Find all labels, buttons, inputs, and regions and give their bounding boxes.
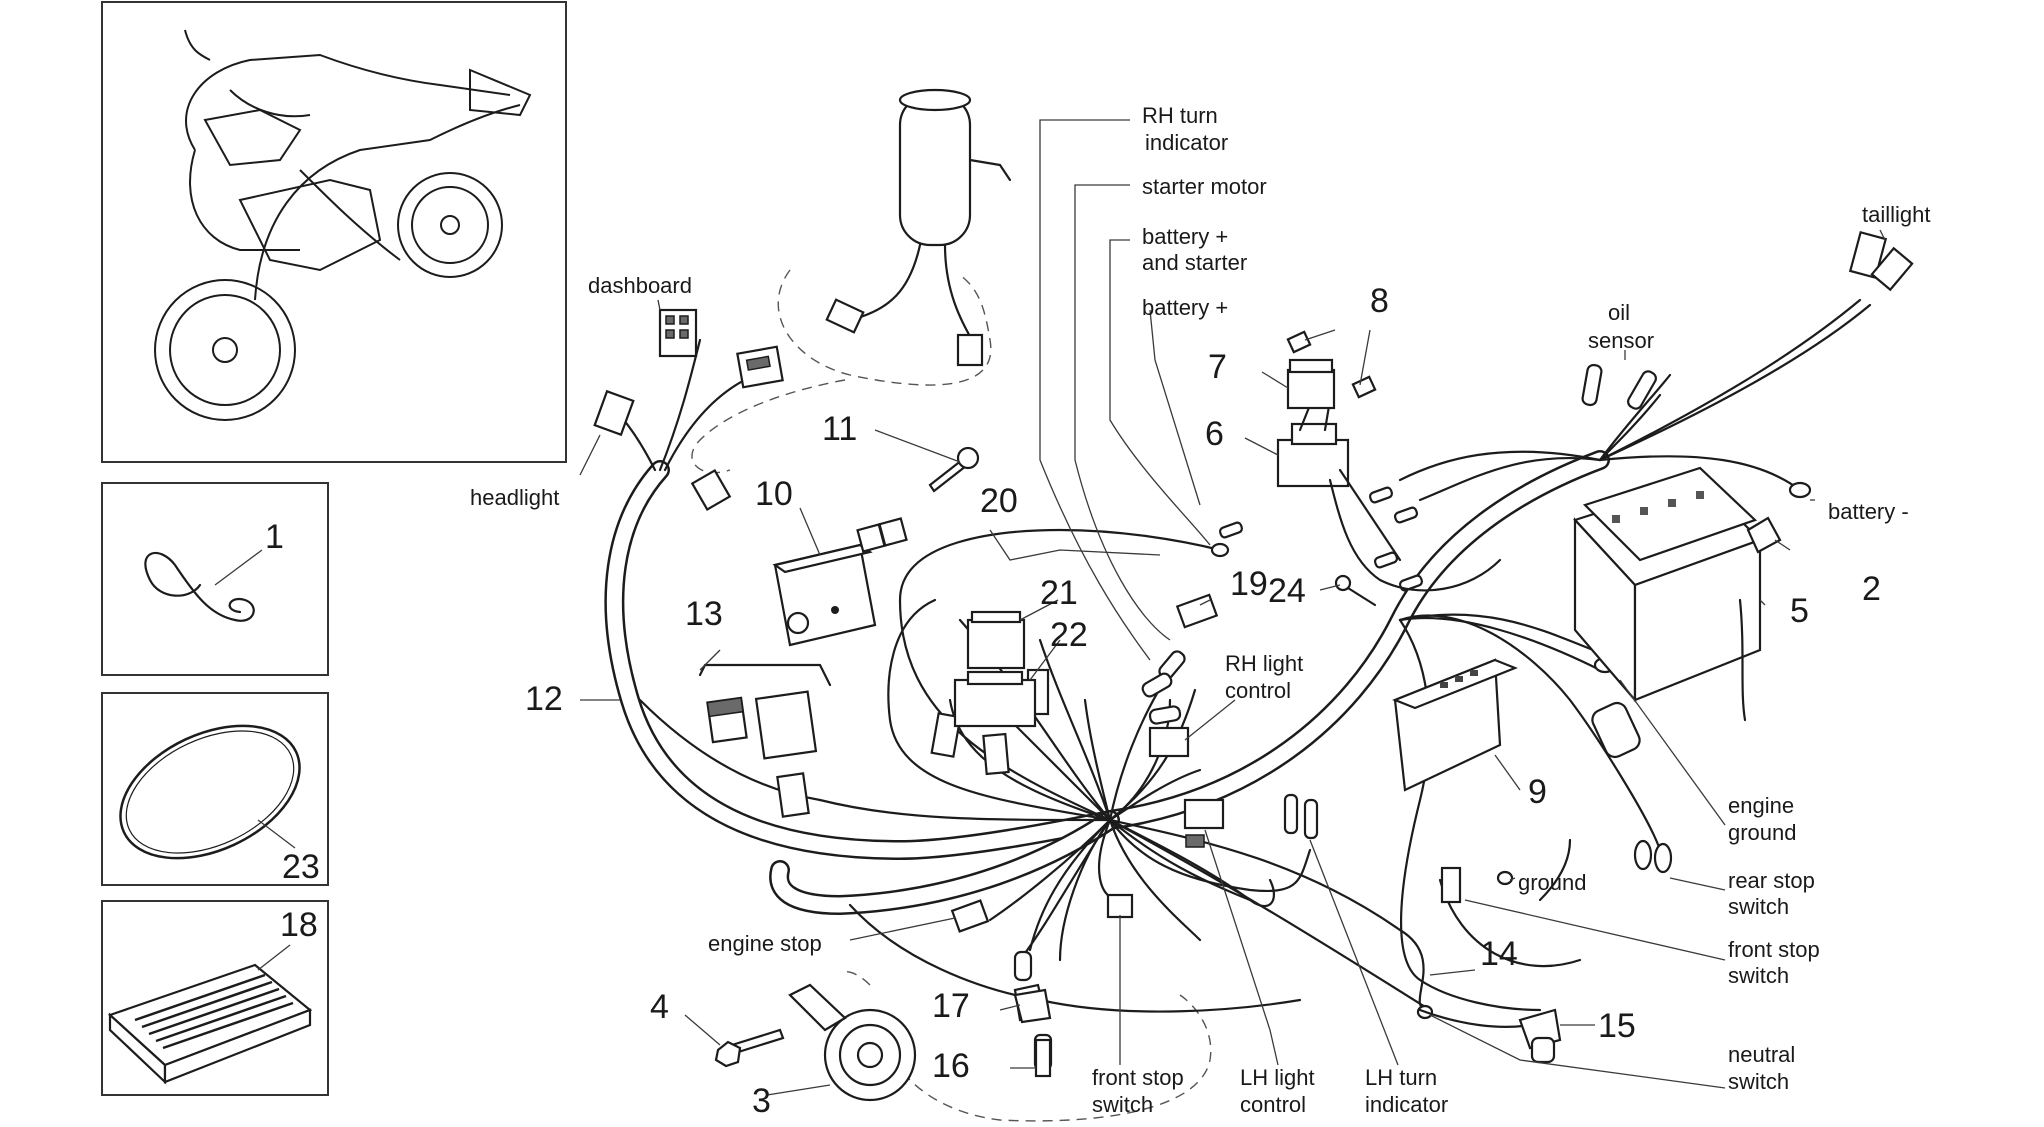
callout-1: 1	[265, 518, 284, 556]
label-lh-turn-indicator-2: indicator	[1365, 1092, 1448, 1117]
callout-22: 22	[1050, 616, 1088, 654]
part-9-cdi-unit	[1392, 658, 1518, 792]
label-front-stop-switch-right-2: switch	[1728, 963, 1789, 988]
label-neutral-switch-1: neutral	[1728, 1042, 1795, 1067]
label-rh-turn-indicator-1: RH turn	[1142, 103, 1218, 128]
callout-12: 12	[525, 680, 563, 718]
callout-3: 3	[752, 1082, 771, 1120]
callout-11: 11	[822, 410, 857, 448]
callout-5: 5	[1790, 592, 1809, 630]
text-labels: RH turn indicator starter motor battery …	[470, 103, 1930, 1117]
label-lh-light-control-1: LH light	[1240, 1065, 1315, 1090]
label-front-stop-switch-right-1: front stop	[1728, 937, 1820, 962]
number-callouts: 2 3 4 5 6 7 8 9 10 11 12 13 14 15 16 17 …	[525, 282, 1881, 1120]
callout-20: 20	[980, 482, 1018, 520]
part-11-bolt	[928, 446, 980, 493]
connector-dashed-group	[691, 379, 846, 474]
label-oil-sensor-1: oil	[1608, 300, 1630, 325]
label-headlight: headlight	[470, 485, 559, 510]
part-16-sensor	[1034, 1038, 1052, 1078]
label-engine-ground-1: engine	[1728, 793, 1794, 818]
part-17-cap	[1013, 988, 1052, 1024]
callout-23: 23	[282, 848, 320, 886]
o-ring-shape	[119, 724, 301, 860]
label-front-stop-switch-bottom-1: front stop	[1092, 1065, 1184, 1090]
part-4-bolt	[714, 1028, 785, 1068]
callout-19: 19	[1230, 565, 1268, 603]
callout-15: 15	[1598, 1007, 1636, 1045]
callout-17: 17	[932, 987, 970, 1025]
callout-9: 9	[1528, 773, 1547, 811]
label-battery-plus-and-starter-2: and starter	[1142, 250, 1247, 275]
label-engine-ground-2: ground	[1728, 820, 1797, 845]
callout-2: 2	[1862, 570, 1881, 608]
part-15-spark-plug-cap	[1418, 1008, 1562, 1064]
part-21-relay	[966, 610, 1026, 670]
part-10-module	[772, 517, 908, 647]
label-engine-stop: engine stop	[708, 931, 822, 956]
part-3-horn	[788, 983, 917, 1102]
part-6-relay-box	[1276, 398, 1502, 592]
callout-14: 14	[1480, 935, 1518, 973]
part-13-relays	[698, 663, 832, 760]
callout-4: 4	[650, 988, 669, 1026]
motorcycle-sketch	[154, 29, 532, 421]
label-rear-stop-switch-2: switch	[1728, 894, 1789, 919]
label-oil-sensor-2: sensor	[1588, 328, 1654, 353]
callout-24: 24	[1268, 572, 1306, 610]
part-24-bolt	[1334, 574, 1377, 607]
inset-part-1: 1	[101, 482, 329, 676]
leader-lines	[579, 119, 1886, 1096]
callout-16: 16	[932, 1047, 970, 1085]
horn-dashed-tail	[839, 970, 871, 986]
label-starter-motor: starter motor	[1142, 174, 1267, 199]
spring-clip-shape	[144, 551, 255, 622]
label-lh-light-control-2: control	[1240, 1092, 1306, 1117]
starter-relay-dashed-group	[777, 269, 992, 386]
label-rh-light-control-2: control	[1225, 678, 1291, 703]
label-battery-plus-and-starter-1: battery +	[1142, 224, 1228, 249]
label-lh-turn-indicator-1: LH turn	[1365, 1065, 1437, 1090]
headlight-connector	[593, 389, 635, 437]
callout-18: 18	[280, 906, 318, 944]
callout-7: 7	[1208, 348, 1227, 386]
label-dashboard: dashboard	[588, 273, 692, 298]
inset-part-18: 18	[101, 900, 329, 1096]
main-wiring-harness	[604, 450, 1610, 915]
motorcycle-overview-inset	[101, 1, 567, 463]
label-rh-light-control-1: RH light	[1225, 651, 1303, 676]
label-neutral-switch-2: switch	[1728, 1069, 1789, 1094]
label-rh-turn-indicator-2: indicator	[1145, 130, 1228, 155]
label-front-stop-switch-bottom-2: switch	[1092, 1092, 1153, 1117]
part-7-relay	[1286, 358, 1336, 410]
part-5-battery	[1573, 466, 1763, 722]
part-2-terminal-cap	[1746, 516, 1782, 554]
label-taillight: taillight	[1862, 202, 1930, 227]
starter-solenoid	[825, 88, 1012, 367]
callout-10: 10	[755, 475, 793, 513]
callout-6: 6	[1205, 415, 1224, 453]
part-22-relay-holder	[953, 670, 1037, 728]
tray-shape	[107, 963, 313, 1085]
label-battery-plus: battery +	[1142, 295, 1228, 320]
callout-13: 13	[685, 595, 723, 633]
callout-8: 8	[1370, 282, 1389, 320]
label-rear-stop-switch-1: rear stop	[1728, 868, 1815, 893]
inset-part-23: 23	[101, 692, 329, 886]
callout-21: 21	[1040, 574, 1078, 612]
label-ground: ground	[1518, 870, 1587, 895]
label-battery-minus: battery -	[1828, 499, 1909, 524]
part-8-fuses	[1286, 330, 1377, 399]
